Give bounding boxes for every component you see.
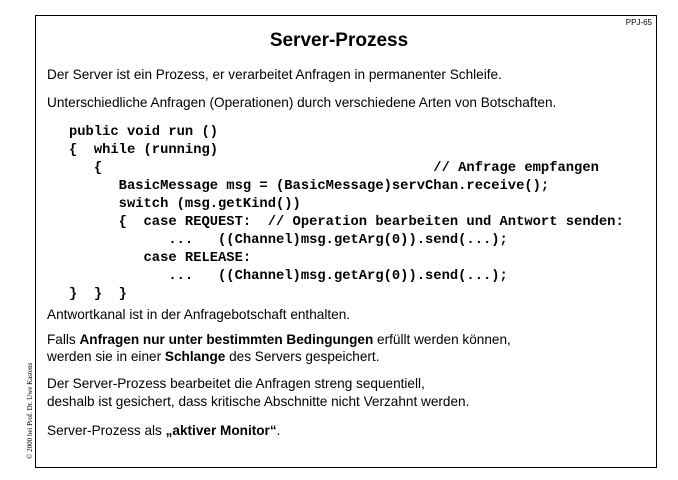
text: Falls xyxy=(47,332,80,347)
paragraph-3: Antwortkanal ist in der Anfragebotschaft… xyxy=(47,307,351,322)
bold-text: Anfragen nur unter bestimmten Bedingunge… xyxy=(79,332,374,347)
text: werden sie in einer xyxy=(47,349,165,364)
paragraph-4-line-2: werden sie in einer Schlange des Servers… xyxy=(47,349,379,364)
copyright-notice: © 2000 bei Prof. Dr. Uwe Kastens xyxy=(26,362,34,459)
paragraph-6: Server-Prozess als „aktiver Monitor“. xyxy=(47,423,280,438)
paragraph-2: Unterschiedliche Anfragen (Operationen) … xyxy=(47,95,557,110)
bold-text: „aktiver Monitor“ xyxy=(165,423,277,438)
paragraph-5-line-2: deshalb ist gesichert, dass kritische Ab… xyxy=(47,394,470,409)
slide-frame xyxy=(35,15,657,468)
text: . xyxy=(276,423,281,438)
slide-title: Server-Prozess xyxy=(269,30,409,51)
slide-id: PPJ-65 xyxy=(625,18,652,27)
code-block: public void run () { while (running) { /… xyxy=(69,125,624,302)
paragraph-4: Falls Anfragen nur unter bestimmten Bedi… xyxy=(47,332,511,347)
paragraph-5-line-1: Der Server-Prozess bearbeitet die Anfrag… xyxy=(47,376,425,391)
bold-text: Schlange xyxy=(164,349,226,364)
paragraph-1: Der Server ist ein Prozess, er verarbeit… xyxy=(47,67,502,82)
text: des Servers gespeichert. xyxy=(225,349,380,364)
text: erfüllt werden können, xyxy=(373,332,511,347)
text: Server-Prozess als xyxy=(47,423,166,438)
